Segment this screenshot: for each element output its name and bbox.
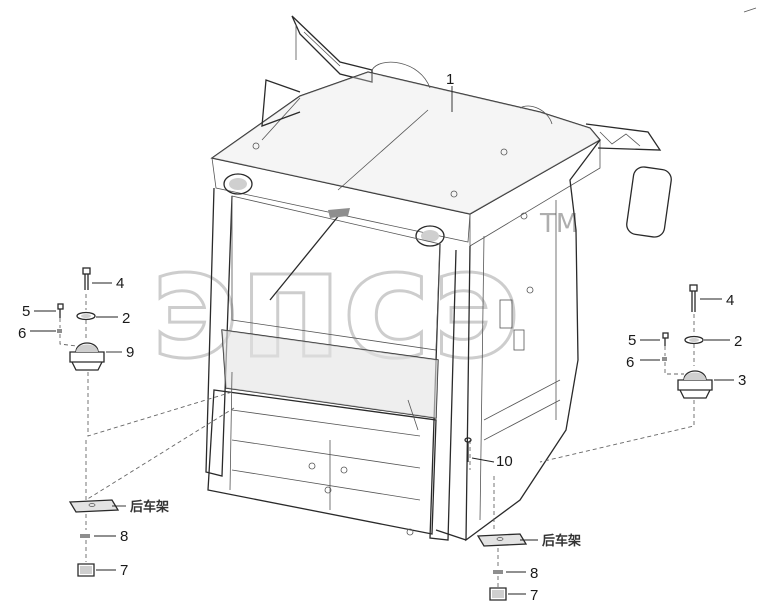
rear-frame-label-left: 后车架 bbox=[130, 499, 169, 515]
bolt-4-right bbox=[689, 284, 698, 312]
corner-mark bbox=[743, 7, 757, 13]
callout-3: 3 bbox=[738, 372, 746, 389]
watermark-trademark: TM bbox=[539, 209, 578, 239]
callout-5-right: 5 bbox=[628, 332, 636, 349]
callout-6-right: 6 bbox=[626, 354, 634, 371]
mount-3 bbox=[677, 370, 713, 399]
washer-2-left bbox=[76, 311, 96, 321]
right-callouts: 4 2 5 6 3 bbox=[626, 292, 746, 389]
rear-frame-label-right: 后车架 bbox=[542, 533, 581, 549]
callout-5-left: 5 bbox=[22, 303, 30, 320]
washer-2-right bbox=[684, 335, 704, 345]
right-mount-stack bbox=[469, 284, 713, 470]
mount-9 bbox=[69, 342, 105, 371]
screw-5-left bbox=[57, 303, 64, 318]
nut-6-right bbox=[662, 357, 667, 361]
callout-4-right: 4 bbox=[726, 292, 734, 309]
left-callouts: 4 2 5 6 9 bbox=[18, 275, 134, 361]
callout-2-left: 2 bbox=[122, 310, 130, 327]
nut-6-left bbox=[57, 329, 62, 333]
callout-7-left: 7 bbox=[120, 562, 128, 579]
pin-10: 10 bbox=[464, 437, 513, 532]
callout-6-left: 6 bbox=[18, 325, 26, 342]
callout-8-left: 8 bbox=[120, 528, 128, 545]
left-mount-stack bbox=[57, 267, 235, 501]
screw-5-right bbox=[662, 332, 669, 346]
callout-9: 9 bbox=[126, 344, 134, 361]
callout-10: 10 bbox=[496, 453, 513, 470]
callout-8-right: 8 bbox=[530, 565, 538, 582]
callout-1-number: 1 bbox=[446, 71, 454, 88]
callout-4-left: 4 bbox=[116, 275, 124, 292]
callout-2-right: 2 bbox=[734, 333, 742, 350]
left-rear-frame-group: 后车架 8 7 bbox=[68, 499, 169, 579]
callout-7-right: 7 bbox=[530, 587, 538, 604]
right-rear-frame-group: 后车架 8 7 bbox=[476, 533, 581, 604]
cab-assembly bbox=[205, 15, 672, 542]
bolt-4-left bbox=[82, 267, 91, 290]
callout-1: 1 bbox=[446, 71, 454, 112]
